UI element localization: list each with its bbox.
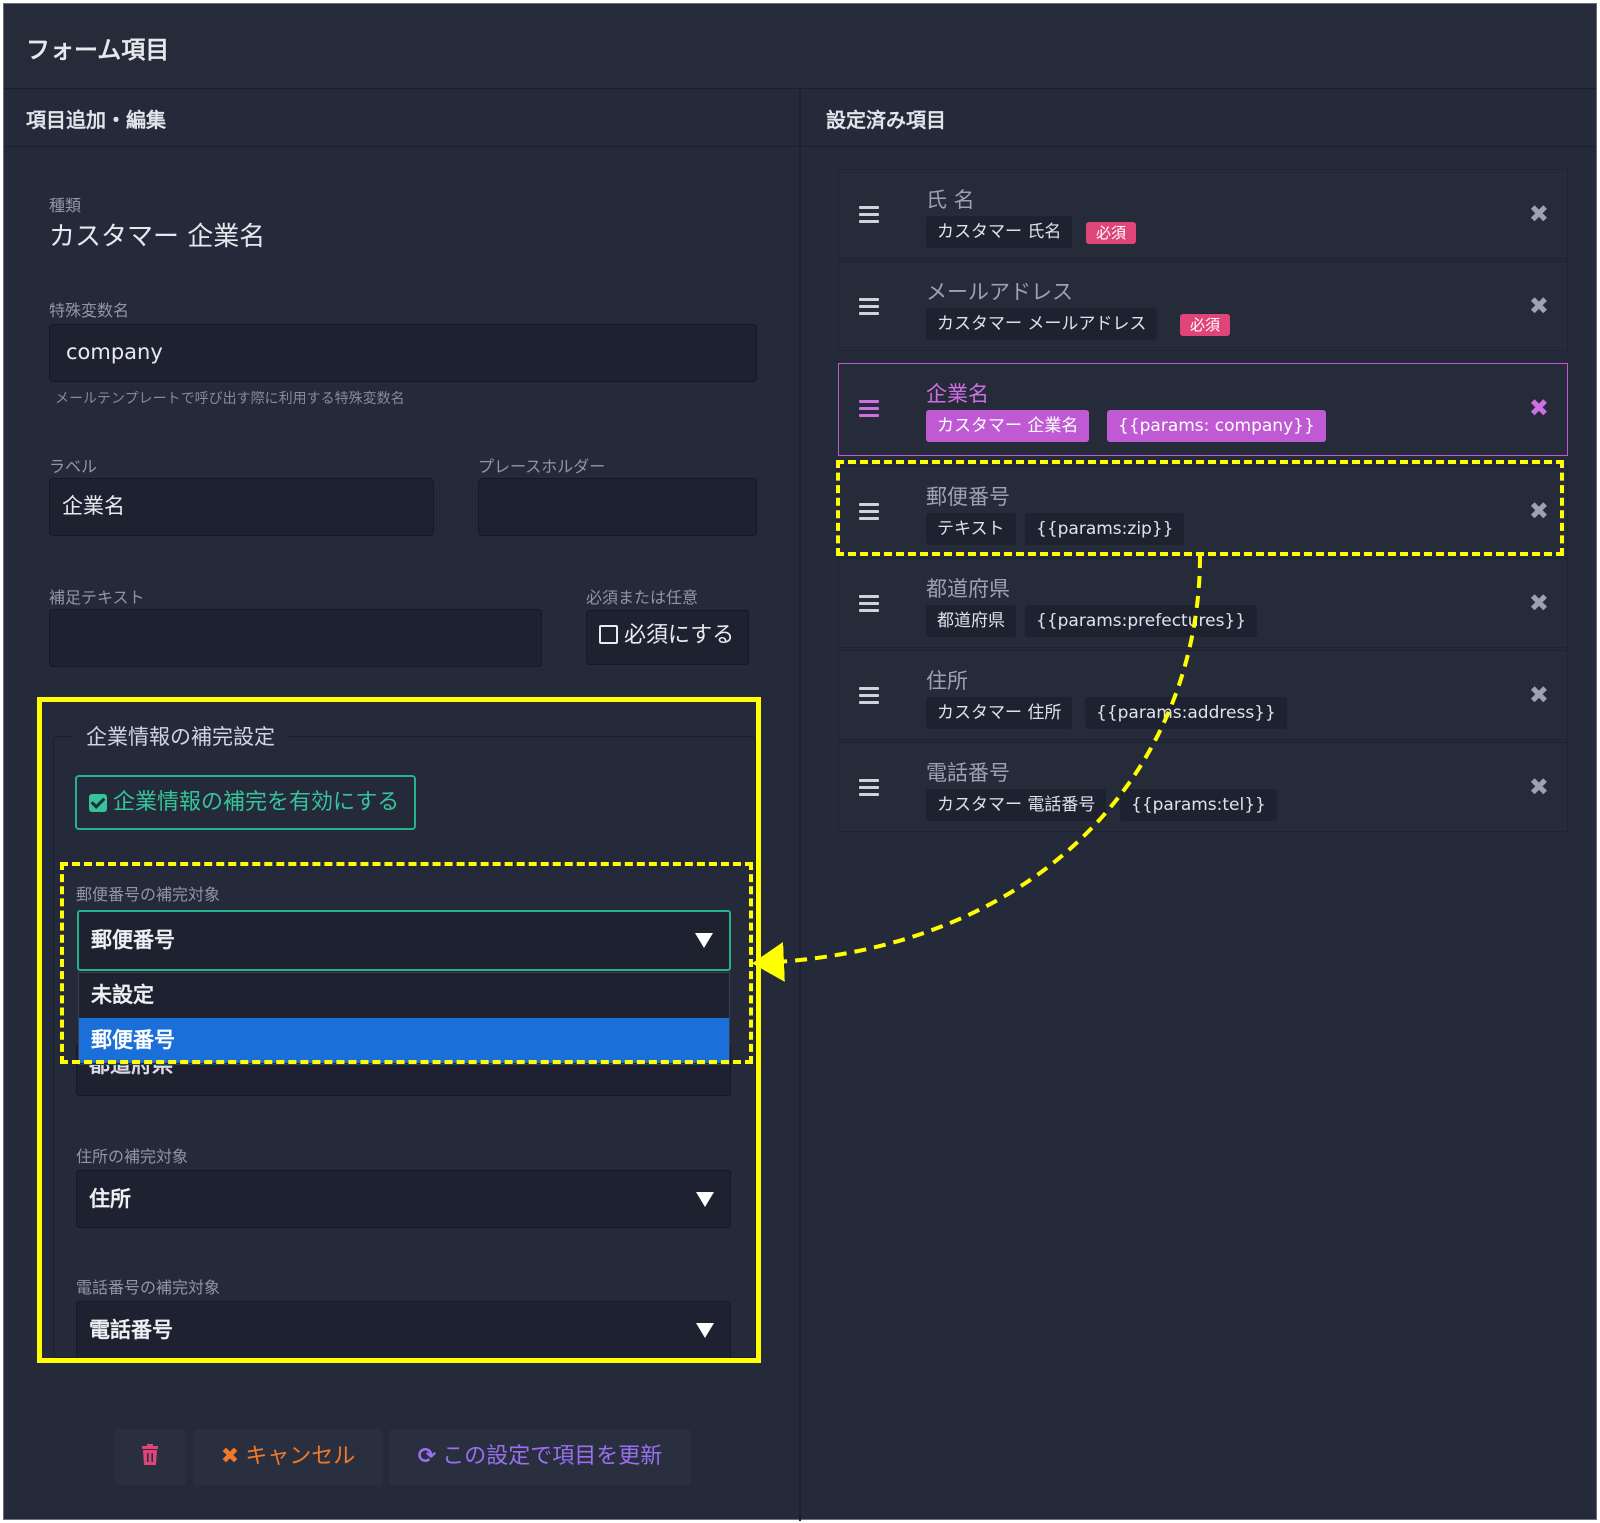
item-name: 都道府県 xyxy=(926,577,1010,601)
page-header xyxy=(4,4,1596,89)
drag-handle-icon[interactable] xyxy=(859,503,879,524)
required-badge: 必須 xyxy=(1086,222,1137,244)
list-item[interactable]: 都道府県 都道府県 {{params:prefectures}} ✖ xyxy=(838,558,1568,648)
drag-handle-icon[interactable] xyxy=(859,595,879,616)
address-target-select[interactable]: 住所 xyxy=(76,1170,731,1228)
label-input[interactable]: 企業名 xyxy=(49,478,434,536)
item-type-tag: カスタマー 氏名 xyxy=(926,216,1073,248)
annotation-solid-highlight xyxy=(37,697,761,1363)
list-item[interactable]: 住所 カスタマー 住所 {{params:address}} ✖ xyxy=(838,650,1568,740)
item-param-tag: {{params:address}} xyxy=(1085,697,1287,729)
left-panel-header: 項目追加・編集 xyxy=(4,90,799,147)
drag-handle-icon[interactable] xyxy=(859,298,879,319)
remove-icon[interactable]: ✖ xyxy=(1528,497,1549,525)
placeholder-input[interactable] xyxy=(478,478,757,536)
required-toggle-label: 必須にする xyxy=(624,623,735,648)
list-item[interactable]: 郵便番号 テキスト {{params:zip}} ✖ xyxy=(838,466,1568,556)
item-type-tag: カスタマー 住所 xyxy=(926,697,1073,729)
var-name-input[interactable]: company xyxy=(49,324,757,382)
list-item[interactable]: メールアドレス カスタマー メールアドレス 必須 ✖ xyxy=(838,261,1568,351)
item-name: メールアドレス xyxy=(926,280,1073,304)
required-badge: 必須 xyxy=(1180,314,1231,336)
supp-text-label: 補足テキスト xyxy=(49,588,145,607)
remove-icon[interactable]: ✖ xyxy=(1528,681,1549,709)
update-button[interactable]: ⟳この設定で項目を更新 xyxy=(389,1429,691,1485)
item-type-tag: テキスト xyxy=(926,513,1016,545)
trash-icon xyxy=(142,1444,158,1465)
var-name-hint: メールテンプレートで呼び出す際に利用する特殊変数名 xyxy=(55,391,405,407)
checkbox-checked-icon xyxy=(89,794,107,812)
zip-option-zip[interactable]: 郵便番号 xyxy=(79,1018,729,1063)
remove-icon[interactable]: ✖ xyxy=(1528,394,1549,422)
drag-handle-icon[interactable] xyxy=(859,206,879,227)
enable-completion-checkbox[interactable]: 企業情報の補完を有効にする xyxy=(75,775,416,830)
item-type-tag: カスタマー 企業名 xyxy=(926,410,1090,442)
item-param-tag: {{params:tel}} xyxy=(1120,789,1277,821)
required-label: 必須または任意 xyxy=(586,588,699,607)
left-panel-title: 項目追加・編集 xyxy=(26,108,166,132)
zip-option-unset[interactable]: 未設定 xyxy=(91,983,154,1007)
dropdown-arrow-icon xyxy=(696,1192,714,1207)
remove-icon[interactable]: ✖ xyxy=(1528,589,1549,617)
dropdown-arrow-icon xyxy=(696,1323,714,1338)
tel-target-label: 電話番号の補完対象 xyxy=(76,1278,221,1297)
address-target-value: 住所 xyxy=(89,1187,131,1211)
list-item-selected[interactable]: 企業名 カスタマー 企業名 {{params: company}} ✖ xyxy=(838,363,1568,456)
zip-target-value: 郵便番号 xyxy=(91,928,175,952)
zip-target-select[interactable]: 郵便番号 xyxy=(77,910,731,971)
var-name-label: 特殊変数名 xyxy=(49,301,130,320)
item-type-tag: カスタマー 電話番号 xyxy=(926,789,1107,821)
refresh-icon: ⟳ xyxy=(417,1444,437,1469)
drag-handle-icon[interactable] xyxy=(859,400,879,421)
zip-options-list: 未設定 郵便番号 xyxy=(78,972,730,1065)
right-panel-title: 設定済み項目 xyxy=(826,108,946,132)
type-value: カスタマー 企業名 xyxy=(49,222,266,252)
list-item[interactable]: 電話番号 カスタマー 電話番号 {{params:tel}} ✖ xyxy=(838,742,1568,832)
item-name: 企業名 xyxy=(926,382,989,406)
item-name: 住所 xyxy=(926,669,968,693)
panel-divider xyxy=(799,90,801,1521)
checkbox-empty-icon xyxy=(599,625,618,644)
item-name: 氏 名 xyxy=(926,188,975,212)
annotation-arrow-path xyxy=(752,555,1202,982)
item-type-tag: 都道府県 xyxy=(926,605,1016,637)
item-param-tag: {{params:prefectures}} xyxy=(1025,605,1258,637)
type-label: 種類 xyxy=(49,196,82,215)
remove-icon[interactable]: ✖ xyxy=(1528,292,1549,320)
tel-target-select[interactable]: 電話番号 xyxy=(76,1301,731,1359)
list-item[interactable]: 氏 名 カスタマー 氏名 必須 ✖ xyxy=(838,169,1568,259)
supp-text-input[interactable] xyxy=(49,609,542,667)
item-name: 郵便番号 xyxy=(926,485,1010,509)
remove-icon[interactable]: ✖ xyxy=(1528,200,1549,228)
cancel-label: キャンセル xyxy=(245,1444,356,1469)
enable-completion-label: 企業情報の補完を有効にする xyxy=(113,790,400,815)
right-panel-header: 設定済み項目 xyxy=(801,90,1596,147)
item-param-tag: {{params:zip}} xyxy=(1025,513,1185,545)
drag-handle-icon[interactable] xyxy=(859,687,879,708)
tel-target-value: 電話番号 xyxy=(89,1318,173,1342)
cancel-button[interactable]: ✖キャンセル xyxy=(193,1429,383,1485)
required-toggle-button[interactable]: 必須にする xyxy=(586,610,749,665)
dropdown-arrow-icon xyxy=(695,933,713,948)
update-label: この設定で項目を更新 xyxy=(442,1444,663,1469)
annotation-dashed-zip-item xyxy=(836,460,1564,556)
label-field-label: ラベル xyxy=(49,457,98,476)
remove-icon[interactable]: ✖ xyxy=(1528,773,1549,801)
form-items-window: フォーム項目 項目追加・編集 設定済み項目 種類 カスタマー 企業名 特殊変数名… xyxy=(3,3,1597,1521)
drag-handle-icon[interactable] xyxy=(859,779,879,800)
item-type-tag: カスタマー メールアドレス xyxy=(926,308,1158,340)
close-icon: ✖ xyxy=(220,1444,240,1469)
annotation-dashed-dropdown xyxy=(60,862,753,1064)
delete-button[interactable] xyxy=(114,1429,186,1485)
placeholder-field-label: プレースホルダー xyxy=(478,457,606,476)
completion-legend: 企業情報の補完設定 xyxy=(74,720,287,754)
address-target-label: 住所の補完対象 xyxy=(76,1147,189,1166)
item-param-tag: {{params: company}} xyxy=(1107,410,1326,442)
item-name: 電話番号 xyxy=(926,761,1010,785)
zip-target-label: 郵便番号の補完対象 xyxy=(76,885,221,904)
page-title: フォーム項目 xyxy=(26,36,170,64)
